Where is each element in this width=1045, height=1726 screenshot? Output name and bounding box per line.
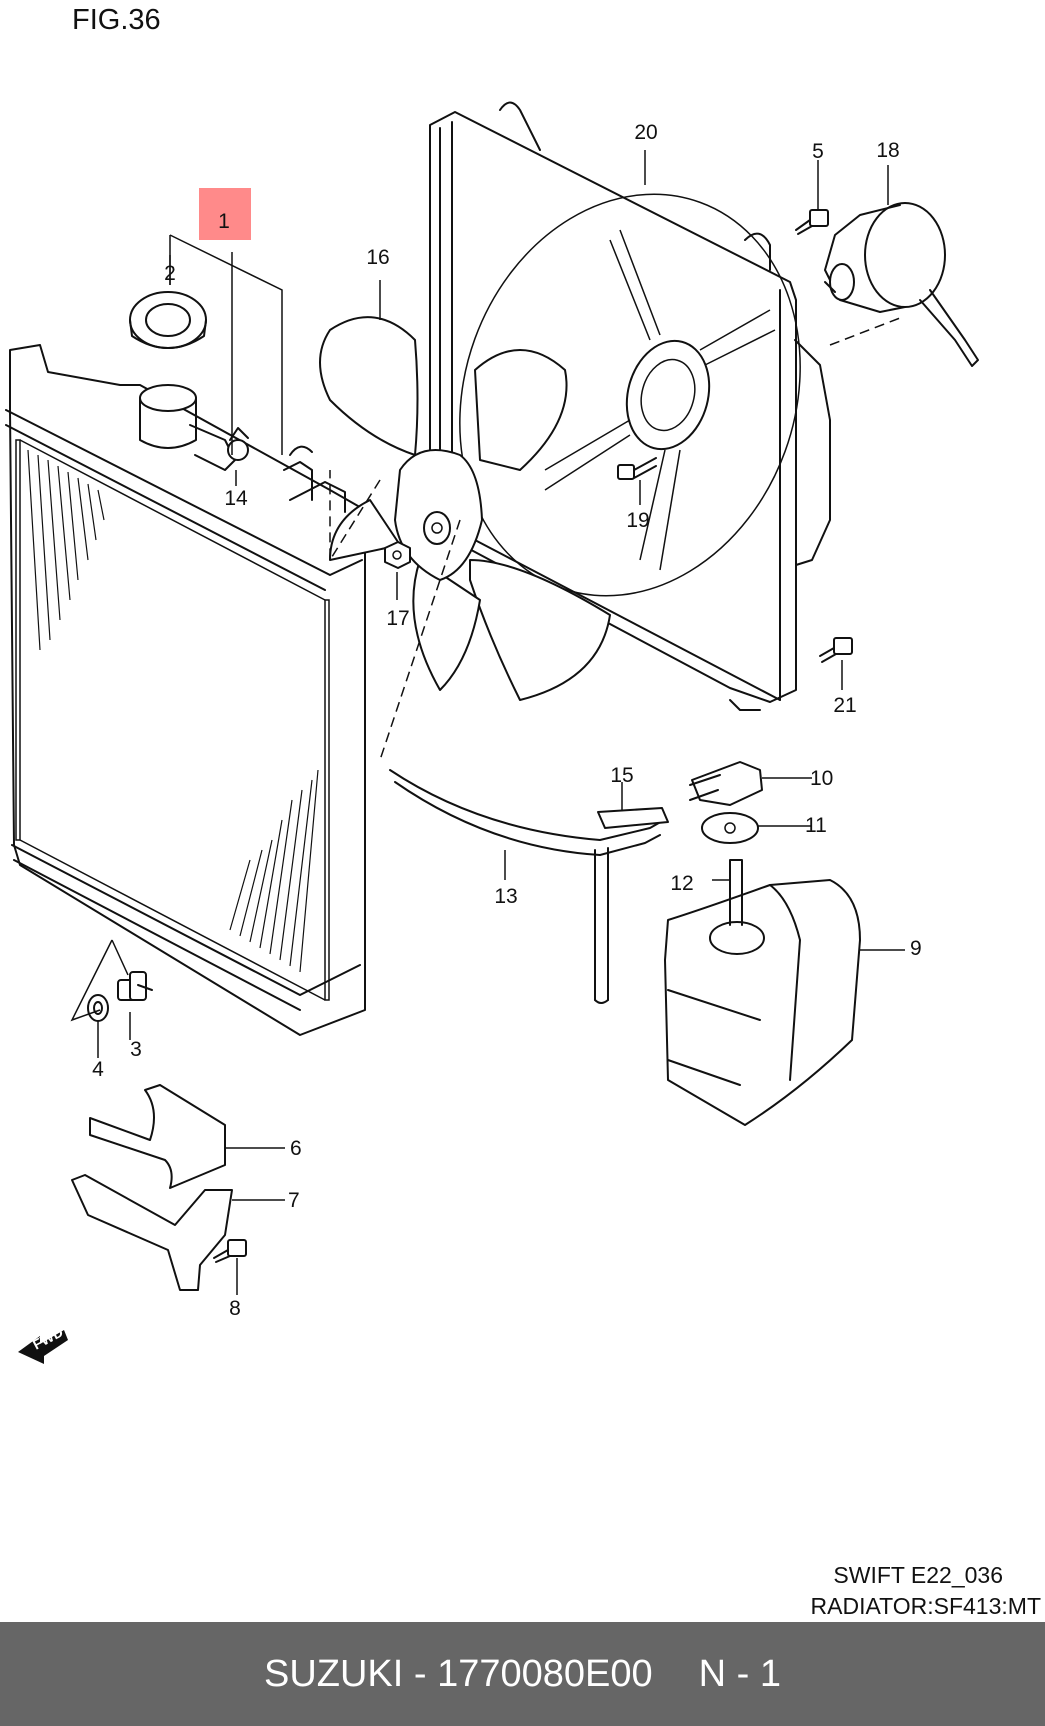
callout-8: 8: [229, 1297, 241, 1320]
callout-16: 16: [366, 246, 389, 269]
callout-11: 11: [805, 814, 827, 837]
bolt-5: [795, 209, 829, 235]
callout-15: 15: [610, 764, 633, 787]
callout-highlight: [199, 188, 251, 240]
callout-20: 20: [634, 121, 657, 144]
drain-plug: [117, 971, 153, 1001]
bolt-19: [617, 457, 657, 480]
callout-7: 7: [288, 1189, 300, 1212]
fan-motor: [824, 202, 979, 367]
reservoir-cap-10: [689, 761, 763, 806]
reservoir-gasket-11: [701, 812, 759, 844]
hose-clamp-15: [597, 807, 669, 829]
callout-1: 1: [218, 210, 230, 233]
callout-4: 4: [92, 1058, 104, 1081]
callout-3: 3: [130, 1038, 142, 1061]
leader-lines: [97, 150, 905, 1295]
callout-5: 5: [812, 140, 824, 163]
figure-title: FIG.36: [72, 4, 161, 36]
overflow-hose-13: [389, 769, 665, 1004]
caption-model: SWIFT E22_036: [833, 1562, 1003, 1588]
footer-part-number: SUZUKI - 1770080E00: [263, 1652, 653, 1695]
hose-clamp-14: [227, 427, 249, 461]
fan-shroud: [429, 101, 831, 711]
caption-section: RADIATOR:SF413:MT: [810, 1593, 1041, 1619]
bolt-8: [213, 1239, 247, 1263]
reservoir-tank: [664, 859, 861, 1126]
callout-14: 14: [224, 487, 248, 510]
mount-bracket-6: [89, 1084, 226, 1189]
callout-labels: 1 2 3 4 5 6 7 8 9 10 11 12 13 14 15 16 1…: [92, 121, 922, 1320]
callout-13: 13: [494, 885, 517, 908]
fan-blade: [319, 316, 611, 701]
footer-quantity: N - 1: [698, 1652, 782, 1695]
callout-6: 6: [290, 1137, 302, 1160]
exploded-parts-diagram: FWD 1 2 3 4 5 6: [5, 101, 979, 1364]
callout-2: 2: [164, 262, 176, 285]
callout-21: 21: [833, 694, 856, 717]
callout-17: 17: [386, 607, 409, 630]
nut-17: [384, 541, 411, 569]
radiator-core: [5, 344, 366, 1036]
mount-bracket-7: [71, 1174, 233, 1291]
callout-18: 18: [876, 139, 899, 162]
washer: [87, 994, 109, 1022]
fwd-arrow-icon: FWD: [18, 1324, 68, 1364]
callout-9: 9: [910, 937, 922, 960]
callout-12: 12: [670, 872, 693, 895]
callout-19: 19: [626, 509, 649, 532]
radiator-cap: [129, 291, 207, 349]
part-footer: SUZUKI - 1770080E00 N - 1: [0, 1622, 1045, 1726]
callout-10: 10: [810, 767, 833, 790]
bolt-21: [819, 637, 853, 663]
